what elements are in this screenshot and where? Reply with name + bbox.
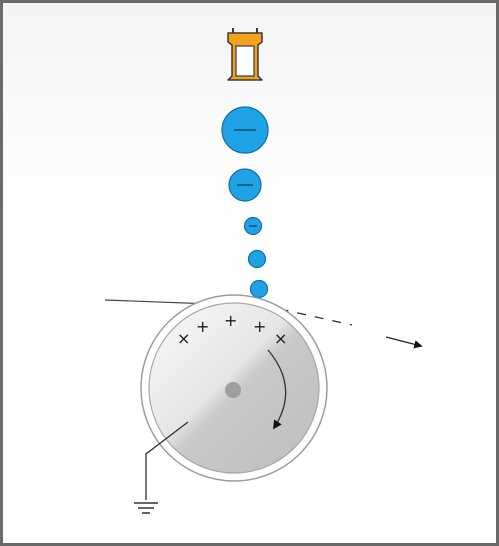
surface-charge: + [224, 311, 237, 330]
ground-symbol-icon [134, 421, 189, 514]
surface-charges: × + + + × [177, 311, 287, 348]
droplet [249, 279, 269, 299]
droplet [228, 168, 262, 202]
rotation-arrow-icon [267, 349, 287, 430]
deflection-arrow-icon [385, 336, 423, 349]
droplet [221, 106, 269, 154]
surface-charge: + [196, 317, 209, 336]
surface-charge: + [253, 317, 266, 336]
droplet-stream [221, 106, 269, 299]
drum [140, 294, 328, 482]
surface-charge: × [274, 329, 287, 348]
nozzle-icon [227, 28, 263, 81]
deflection-path [261, 304, 423, 349]
droplet [243, 216, 263, 236]
drum-axle [225, 382, 241, 398]
droplet [247, 249, 267, 269]
surface-charge: × [177, 329, 190, 348]
